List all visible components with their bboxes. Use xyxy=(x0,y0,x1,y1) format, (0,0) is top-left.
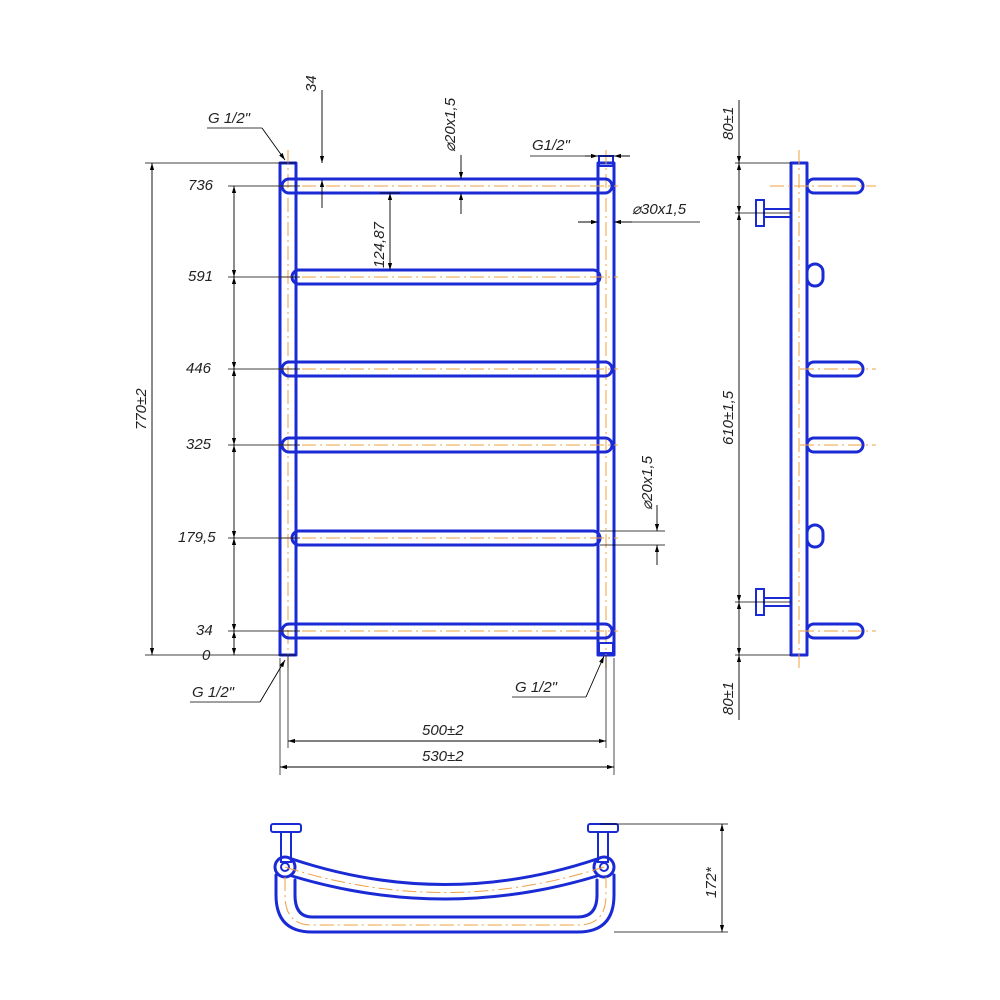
level-label: 591 xyxy=(188,268,213,285)
mount-spacing-label: 610±1,5 xyxy=(720,390,737,445)
side-rail-stub xyxy=(805,262,825,288)
thread-top-right-label: G1/2" xyxy=(532,137,571,154)
plan-wall-pad-left xyxy=(270,823,302,833)
front-view: 736 591 446 325 179,5 34 0 770±2 124,87 … xyxy=(133,75,700,775)
level-label: 325 xyxy=(186,436,212,453)
level-label: 34 xyxy=(196,622,213,639)
rail-446 xyxy=(278,360,618,378)
plan-outer-rail xyxy=(274,873,616,934)
height-total-label: 770±2 xyxy=(133,388,150,430)
level-label: 736 xyxy=(188,177,214,194)
level-label: 179,5 xyxy=(178,529,216,546)
level-label: 446 xyxy=(186,360,212,377)
plan-wall-pad-right xyxy=(587,823,619,833)
fitting-bottom-right xyxy=(598,642,614,654)
rail-34 xyxy=(278,622,618,640)
thread-top-left-label: G 1/2" xyxy=(208,110,251,127)
plan-riser-right xyxy=(592,855,616,879)
rail-spacing-label: 124,87 xyxy=(371,221,388,268)
thread-bottom-left-label: G 1/2" xyxy=(192,684,235,701)
side-view: 80±1 610±1,5 80±1 xyxy=(720,100,876,720)
width-inner-label: 500±2 xyxy=(422,722,464,739)
side-rail-stub xyxy=(805,523,825,549)
rail-736 xyxy=(278,177,618,195)
width-outer-label: 530±2 xyxy=(422,748,464,765)
thread-bottom-right-label: G 1/2" xyxy=(515,679,558,696)
side-bottom-offset-label: 80±1 xyxy=(720,682,737,715)
pipe-diameter-top-label: ⌀20х1,5 xyxy=(442,97,459,152)
rail-325 xyxy=(278,436,618,454)
riser-diameter-label: ⌀30х1,5 xyxy=(632,201,687,218)
rail-179-5 xyxy=(278,529,618,547)
bottom-view: 172* xyxy=(270,823,728,934)
top-offset-label: 34 xyxy=(303,75,320,92)
rail-591 xyxy=(278,268,618,286)
plan-curved-rail xyxy=(290,857,599,886)
plan-depth-label: 172* xyxy=(703,866,720,898)
pipe-diameter-right-label: ⌀20х1,5 xyxy=(639,455,656,510)
level-label: 0 xyxy=(202,647,211,664)
side-top-offset-label: 80±1 xyxy=(720,107,737,140)
